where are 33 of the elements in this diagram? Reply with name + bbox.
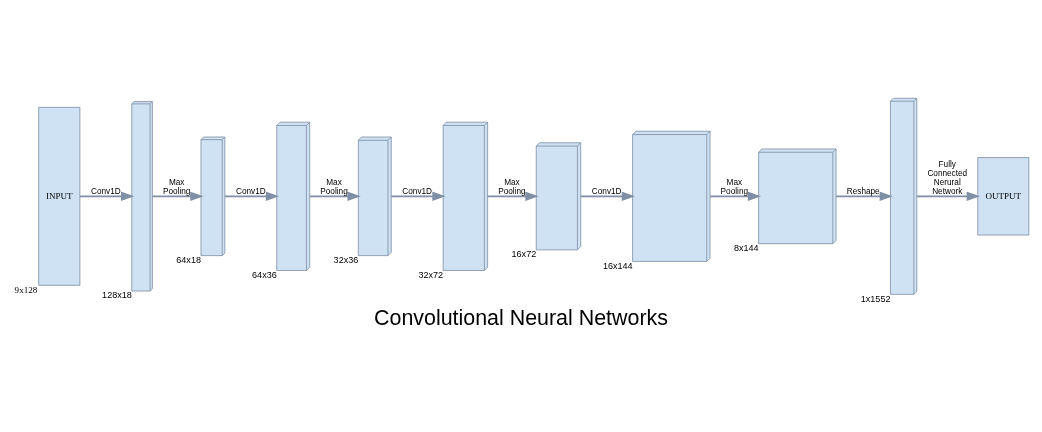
node-label: 128x18 (102, 289, 132, 300)
arrow (579, 191, 635, 201)
edge-label: Max Pooling (162, 177, 191, 196)
arrow (390, 191, 446, 201)
node-label: 64x18 (176, 254, 201, 265)
edge-label: Max Pooling (498, 177, 526, 196)
arrow (224, 191, 280, 201)
node-label: 8x144 (733, 242, 759, 253)
edge-label: Reshape (846, 186, 880, 196)
arrow (916, 191, 980, 201)
arrow (309, 191, 361, 201)
arrow (79, 191, 135, 201)
edge-label: Conv1D (591, 186, 622, 196)
node-box: OUTPUT (977, 156, 1030, 235)
edge-label: Conv1D (235, 186, 266, 196)
node-label: 64x36 (252, 269, 277, 280)
arrow (835, 191, 893, 201)
edge-label: Conv1D (402, 186, 433, 196)
edge-label: Fully Connected Nerural Network (927, 159, 968, 196)
node-label: 9x128 (14, 284, 38, 295)
caption: Convolutional Neural Networks (374, 305, 668, 330)
arrow (709, 191, 762, 201)
node-box: INPUT (38, 106, 81, 286)
edge-label: Max Pooling (320, 177, 348, 196)
edge-label: Max Pooling (720, 177, 749, 196)
node-label: 16x144 (602, 260, 633, 271)
node-label: 32x36 (333, 254, 359, 265)
node-label: 16x72 (511, 248, 537, 259)
edge-label: Conv1D (90, 186, 121, 196)
arrow (486, 191, 539, 201)
node-label: 1x1552 (860, 293, 891, 304)
arrow (151, 191, 204, 201)
node-label: 32x72 (418, 269, 444, 280)
